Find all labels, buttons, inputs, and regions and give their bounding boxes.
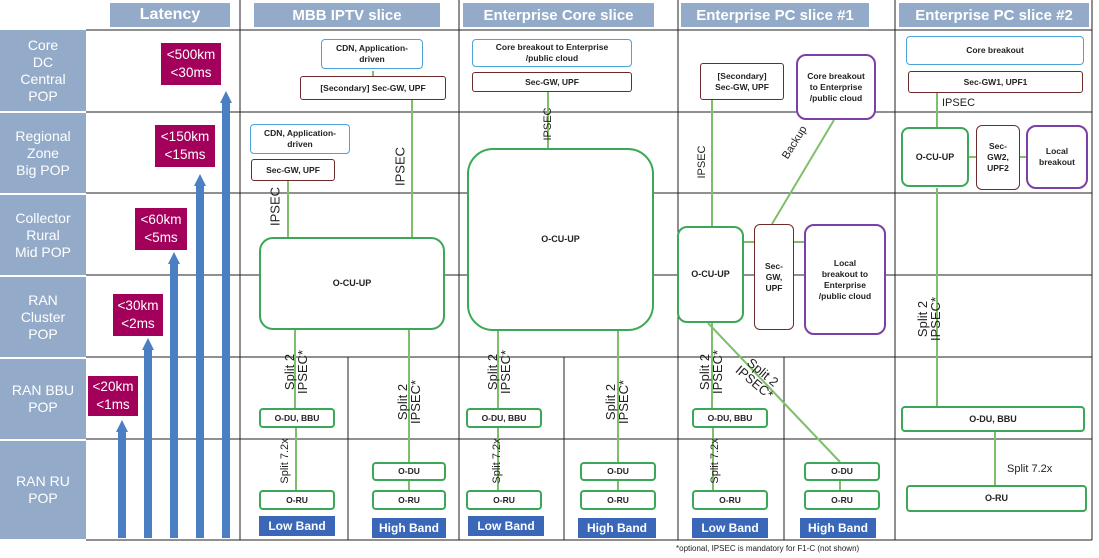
core-breakout: Core breakout to Enterprise /public clou… [472,39,632,67]
pc2-secgw1-upf1: Sec-GW1, UPF1 [908,71,1083,93]
pc1-high-band: High Band [800,518,876,538]
core-high-band: High Band [578,518,656,538]
mbb-split72: Split 7.2x [279,438,291,484]
latency-collector: <60km <5ms [135,208,187,250]
footnote: *optional, IPSEC is mandatory for F1-C (… [676,544,860,553]
row-label-ran-bbu: RAN BBU POP [0,359,86,439]
core-split72: Split 7.2x [491,438,503,484]
mbb-ipsec-left: IPSEC [267,187,283,227]
core-ocuup: O-CU-UP [467,148,654,331]
header-mbb-iptv: MBB IPTV slice [254,3,440,27]
core-split2-left: Split 2 IPSEC* [485,349,513,395]
mbb-cdn-mid: CDN, Application- driven [250,124,350,154]
pc2-oru: O-RU [906,485,1087,512]
pc1-odu: O-DU [804,462,880,481]
pc1-split2-left: Split 2 IPSEC* [697,349,725,395]
header-latency: Latency [110,3,230,27]
core-low-band: Low Band [468,516,544,536]
pc1-odu-bbu: O-DU, BBU [692,408,768,428]
mbb-odu: O-DU [372,462,446,481]
pc2-split72: Split 7.2x [1007,463,1053,475]
core-oru-high: O-RU [580,490,656,510]
latency-core: <500km <30ms [161,43,221,85]
pc1-ocuup: O-CU-UP [677,226,744,323]
mbb-secgw-upf: Sec-GW, UPF [251,159,335,181]
mbb-split2-right: Split 2 IPSEC* [395,379,423,425]
mbb-oru-low: O-RU [259,490,335,510]
core-odu: O-DU [580,462,656,481]
mbb-ocuup: O-CU-UP [259,237,445,330]
core-split2-right: Split 2 IPSEC* [603,379,631,425]
mbb-high-band: High Band [372,518,446,538]
pc2-split2: Split 2 IPSEC* [915,296,943,342]
mbb-ipsec-right: IPSEC [392,147,408,187]
latency-ran-bbu: <20km <1ms [88,376,138,416]
pc1-ipsec: IPSEC [696,145,708,179]
pc2-core-breakout: Core breakout [906,36,1084,65]
row-label-regional: Regional Zone Big POP [0,113,86,193]
mbb-low-band: Low Band [259,516,335,536]
pc1-oru-high: O-RU [804,490,880,510]
mbb-cdn-top: CDN, Application- driven [321,39,423,69]
pc2-local-breakout: Local breakout [1026,125,1088,189]
pc1-low-band: Low Band [692,518,768,538]
header-enterprise-pc1: Enterprise PC slice #1 [681,3,869,27]
pc2-odu-bbu: O-DU, BBU [901,406,1085,432]
pc2-ipsec: IPSEC [942,97,976,109]
latency-regional: <150km <15ms [155,125,215,167]
row-label-core-dc: Core DC Central POP [0,30,86,111]
row-label-ran-ru: RAN RU POP [0,441,86,539]
pc1-secondary-secgw: [Secondary] Sec-GW, UPF [700,63,784,100]
pc2-secgw2-upf2: Sec- GW2, UPF2 [976,125,1020,190]
mbb-oru-high: O-RU [372,490,446,510]
core-ipsec: IPSEC [542,107,554,141]
pc2-ocuup: O-CU-UP [901,127,969,187]
pc1-core-breakout: Core breakout to Enterprise /public clou… [796,54,876,120]
header-enterprise-core: Enterprise Core slice [463,3,654,27]
core-odu-bbu: O-DU, BBU [466,408,542,428]
row-label-ran-cluster: RAN Cluster POP [0,277,86,357]
pc1-split72: Split 7.2x [709,438,721,484]
mbb-split2-left: Split 2 IPSEC* [282,349,310,395]
core-oru-low: O-RU [466,490,542,510]
row-label-collector: Collector Rural Mid POP [0,195,86,275]
header-enterprise-pc2: Enterprise PC slice #2 [899,3,1089,27]
mbb-odu-bbu: O-DU, BBU [259,408,335,428]
pc1-local-breakout: Local breakout to Enterprise /public clo… [804,224,886,335]
core-secgw-upf: Sec-GW, UPF [472,72,632,92]
pc1-oru-low: O-RU [692,490,768,510]
latency-ran-cluster: <30km <2ms [113,294,163,336]
mbb-secondary-secgw: [Secondary] Sec-GW, UPF [300,76,446,100]
pc1-secgw-upf: Sec- GW, UPF [754,224,794,330]
